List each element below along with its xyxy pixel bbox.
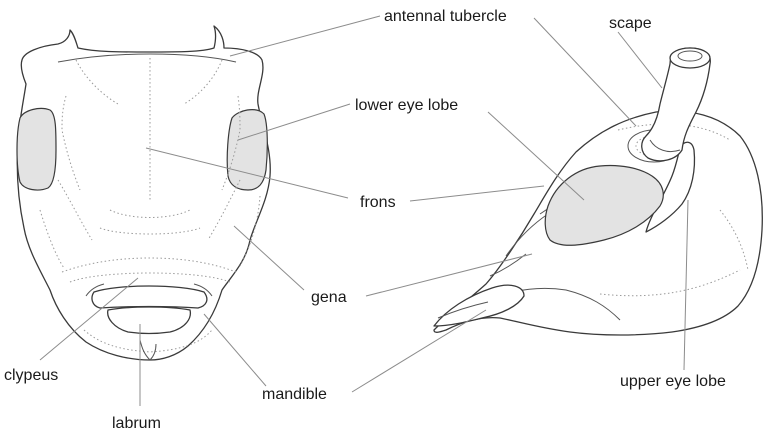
front-labrum: [107, 306, 192, 335]
lateral-view-head: [433, 47, 763, 336]
front-left-eye: [16, 107, 57, 191]
label-labrum: labrum: [112, 415, 161, 432]
label-scape: scape: [609, 15, 652, 32]
front-clypeus: [91, 285, 208, 309]
label-antennal-tubercle: antennal tubercle: [384, 8, 507, 25]
front-right-eye: [226, 109, 268, 191]
front-view-head: [16, 25, 271, 361]
labels: antennal tubercle scape lower eye lobe f…: [4, 8, 726, 432]
label-mandible: mandible: [262, 386, 327, 403]
leader-lines: [39, 15, 689, 406]
label-clypeus: clypeus: [4, 367, 58, 384]
front-mandible-tip: [139, 339, 157, 361]
lateral-mandible: [433, 284, 525, 327]
label-upper-eye-lobe: upper eye lobe: [620, 373, 726, 390]
label-gena: gena: [311, 289, 347, 306]
lower-eye-lobe-shape: [544, 164, 664, 246]
label-lower-eye-lobe: lower eye lobe: [355, 97, 458, 114]
label-frons: frons: [360, 194, 396, 211]
front-head-outline: [16, 25, 271, 361]
upper-eye-lobe-shape: [645, 141, 696, 233]
vertex-line: [57, 53, 237, 63]
